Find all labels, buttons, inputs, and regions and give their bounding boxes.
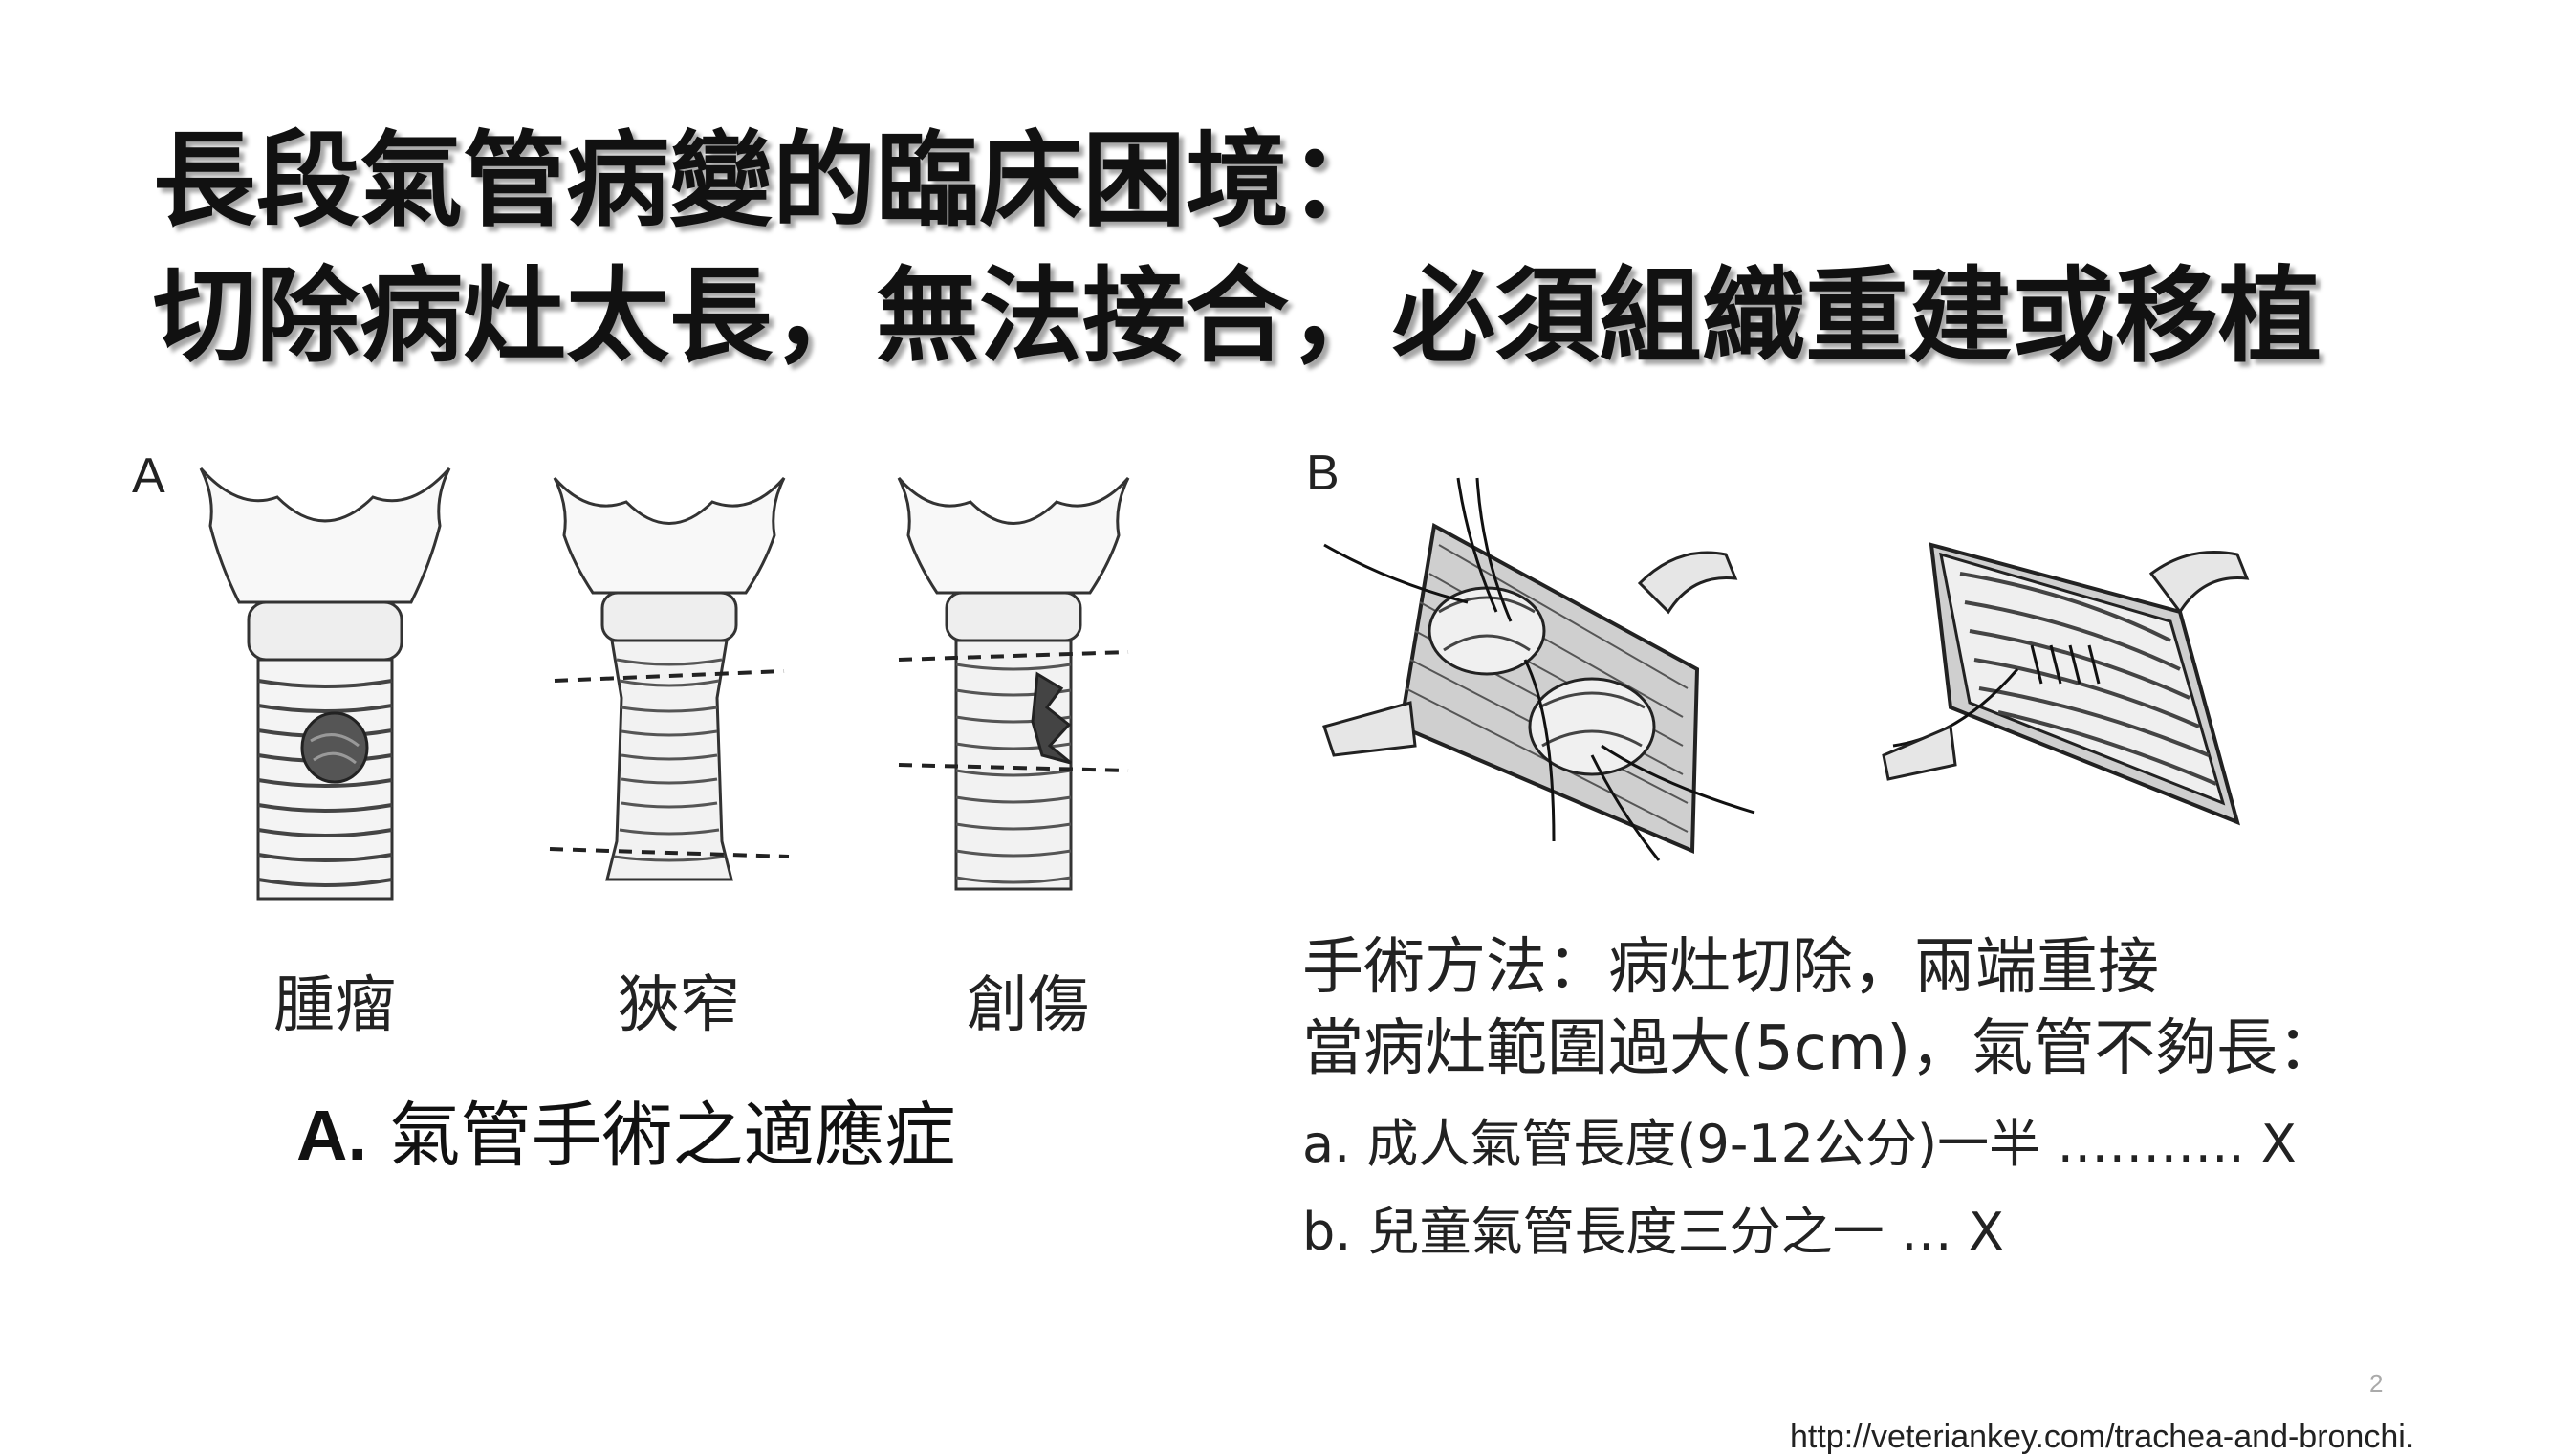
criterion-adult: a. 成人氣管長度(9-12公分)一半 ……….. X <box>1302 1114 2297 1174</box>
trachea-stenosis-illustration <box>549 477 790 881</box>
source-link[interactable]: http://veteriankey.com/trachea-and-bronc… <box>1790 1419 2415 1455</box>
panel-a-letter: A <box>132 448 165 504</box>
page-number: 2 <box>2369 1369 2384 1398</box>
anastomosis-step-2-illustration <box>1882 542 2250 826</box>
method-line-1: 手術方法：病灶切除，兩端重接 <box>1302 932 2159 1003</box>
panel-a-subtitle: A. 氣管手術之適應症 <box>296 1078 956 1181</box>
slide-title: 長段氣管病變的臨床困境： 切除病灶太長，無法接合，必須組織重建或移植 <box>153 113 2321 384</box>
panel-b-letter: B <box>1306 445 1340 501</box>
subtitle-text: 氣管手術之適應症 <box>389 1095 956 1177</box>
subtitle-label: A. <box>296 1096 367 1175</box>
title-line-1: 長段氣管病變的臨床困境： <box>153 120 1393 241</box>
caption-tumor: 腫瘤 <box>273 970 396 1041</box>
method-line-2: 當病灶範圍過大(5cm)，氣管不夠長： <box>1302 1013 2340 1084</box>
anastomosis-step-1-illustration <box>1322 477 1755 861</box>
criterion-child: b. 兒童氣管長度三分之一 … X <box>1302 1202 2004 1262</box>
caption-stenosis: 狹窄 <box>618 970 740 1041</box>
trachea-tumor-illustration <box>199 467 451 901</box>
title-line-2: 切除病灶太長，無法接合，必須組織重建或移植 <box>153 256 2322 377</box>
trachea-trauma-illustration <box>897 477 1130 891</box>
caption-trauma: 創傷 <box>967 970 1089 1041</box>
